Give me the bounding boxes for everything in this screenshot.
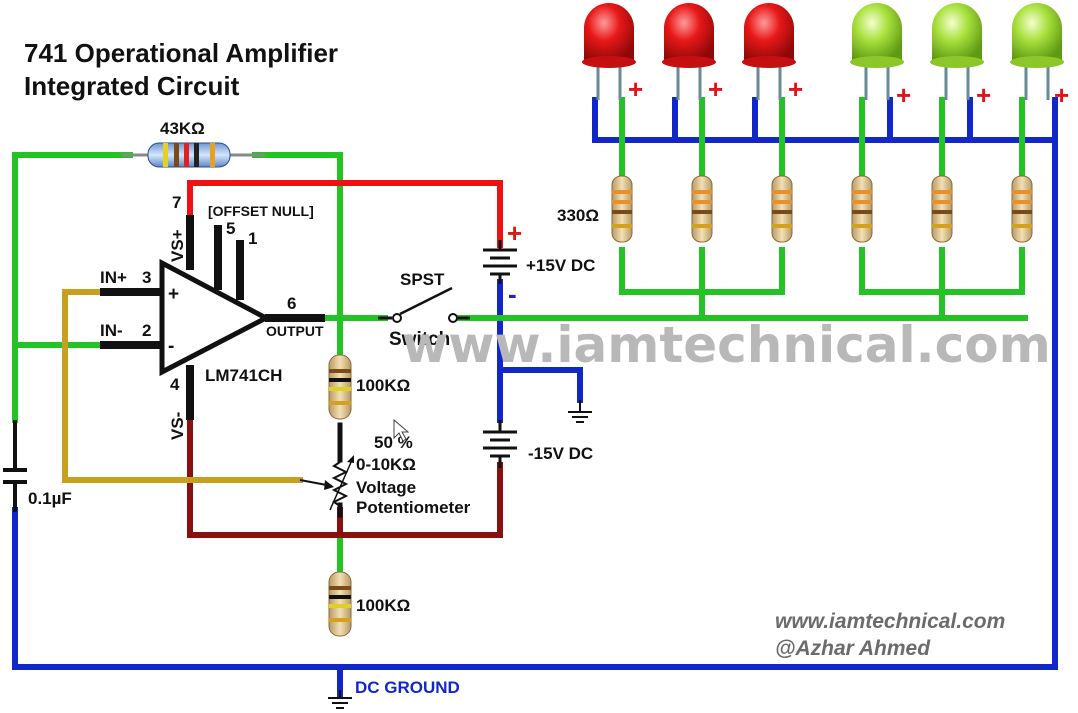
pot-label-line1: Voltage	[356, 478, 416, 497]
op-amp-leads	[100, 215, 325, 420]
ic-part-label: LM741CH	[205, 366, 282, 385]
pos-battery-plus: +	[507, 218, 522, 248]
pin-7-label: 7	[172, 193, 181, 212]
pot-wiper-wire	[62, 289, 303, 483]
output-label: OUTPUT	[266, 323, 324, 339]
pos-supply-label: +15V DC	[526, 256, 595, 275]
pos-supply-wire	[187, 180, 503, 248]
pin-4-label: 4	[170, 375, 180, 394]
switch-label: Switch	[389, 329, 450, 350]
pot-range: 0-10KΩ	[356, 455, 416, 474]
spst-switch: SPST Switch	[378, 270, 470, 350]
led-red-2-plus: +	[708, 74, 723, 104]
pin-5-label: 5	[226, 219, 235, 238]
pot-label-line2: Potentiometer	[356, 498, 471, 517]
led-red-2: +	[662, 3, 723, 104]
led-green-2-plus: +	[976, 80, 991, 110]
minus-sign: -	[168, 336, 174, 357]
title-line-1: 741 Operational Amplifier	[24, 38, 338, 68]
led-red-1: +	[582, 3, 643, 104]
ground-bus-wire	[12, 97, 1058, 698]
wires	[12, 97, 1058, 698]
bottom-100k-resistor: 100KΩ	[328, 571, 410, 637]
feedback-resistor-value: 43KΩ	[160, 119, 205, 138]
voltage-potentiometer: 50 % 0-10KΩ Voltage Potentiometer	[299, 433, 471, 517]
switch-type-label: SPST	[400, 270, 445, 289]
offset-null-label: [OFFSET NULL]	[208, 203, 314, 219]
mouse-cursor-icon	[393, 418, 410, 442]
credit-author: @Azhar Ahmed	[775, 637, 931, 660]
led-anode-wires	[619, 97, 1025, 321]
ground-symbol-supply	[568, 400, 592, 423]
vs-minus-label: VS-	[168, 412, 187, 440]
plus-sign: +	[168, 284, 179, 305]
pot-setting: 50 %	[374, 433, 413, 452]
led-red-1-plus: +	[628, 74, 643, 104]
ground-symbol-main	[328, 690, 352, 709]
bottom-resistor-value: 100KΩ	[356, 596, 410, 615]
led-green-2: +	[930, 3, 991, 110]
led-green-3: +	[1010, 3, 1069, 110]
top-100k-resistor: 100KΩ	[328, 354, 410, 420]
neg-supply-label: -15V DC	[528, 444, 593, 463]
neg-supply-wire	[497, 279, 583, 423]
vs-plus-label: VS+	[168, 229, 187, 262]
capacitor: 0.1µF	[3, 420, 72, 512]
capacitor-value: 0.1µF	[28, 489, 72, 508]
led-green-3-plus: +	[1054, 80, 1069, 110]
top-resistor-value: 100KΩ	[356, 376, 410, 395]
pin-6-label: 6	[287, 294, 296, 313]
neg-battery: -15V DC	[483, 420, 593, 468]
in-plus-label: IN+	[100, 268, 127, 287]
ground-label: DC GROUND	[355, 678, 460, 697]
op-amp-triangle	[159, 258, 272, 377]
in-minus-label: IN-	[100, 321, 123, 340]
led-resistors: 330Ω	[557, 175, 1033, 243]
feedback-resistor: 43KΩ	[122, 119, 265, 168]
led-red-3: +	[742, 3, 803, 104]
feedback-wire	[12, 152, 343, 423]
watermark: www.iamtechnical.com	[402, 316, 1051, 374]
pin-1-label: 1	[248, 229, 257, 248]
op-amp: + - IN+ 3 IN- 2 7 VS+ 4 VS- [OFFSET NULL…	[100, 193, 325, 440]
led-green-1: +	[850, 3, 911, 110]
led-resistor-value: 330Ω	[557, 206, 599, 225]
pos-battery-minus: -	[508, 279, 517, 309]
pin-3-label: 3	[142, 268, 151, 287]
led-green-1-plus: +	[896, 80, 911, 110]
credit-site: www.iamtechnical.com	[775, 610, 1005, 633]
led-red-3-plus: +	[788, 74, 803, 104]
pin-2-label: 2	[142, 321, 151, 340]
title-line-2: Integrated Circuit	[24, 71, 240, 101]
pos-battery: + - +15V DC	[483, 218, 595, 309]
